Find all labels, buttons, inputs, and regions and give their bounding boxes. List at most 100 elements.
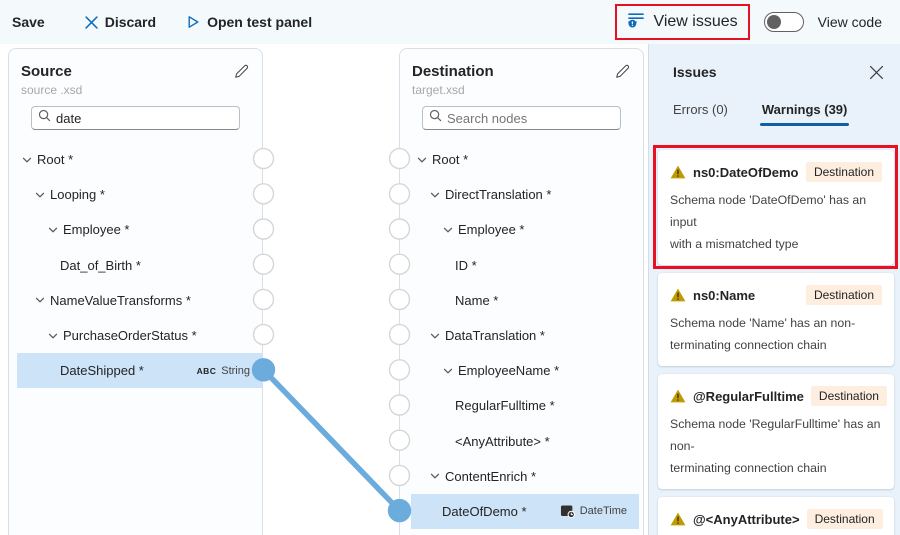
destination-schema-panel: Destination target.xsd Root *DirectTrans… <box>399 48 644 535</box>
source-search-input[interactable] <box>56 110 233 126</box>
node-type-badge: DateTime <box>560 504 627 519</box>
node-label: ID * <box>455 257 477 273</box>
issues-panel: Issues Errors (0) Warnings (39) ns0:Date… <box>648 44 900 535</box>
warning-node-name: ns0:DateOfDemo <box>693 164 799 180</box>
source-node-root[interactable]: Root * <box>17 142 262 177</box>
chevron-down-icon[interactable] <box>34 189 46 201</box>
edit-pencil-icon[interactable] <box>233 63 250 80</box>
chevron-down-icon[interactable] <box>47 224 59 236</box>
node-label: Dat_of_Birth * <box>60 257 141 273</box>
view-code-label: View code <box>817 14 882 30</box>
source-node-purchaseorderstatus[interactable]: PurchaseOrderStatus * <box>17 318 262 353</box>
warning-message-line: with a mismatched type <box>670 237 799 251</box>
chevron-down-icon[interactable] <box>21 154 33 166</box>
chevron-down-icon[interactable] <box>429 189 441 201</box>
chevron-down-icon[interactable] <box>34 294 46 306</box>
node-label: Root * <box>37 152 74 168</box>
destination-tree: Root * DirectTranslation * Employee * ID * N… <box>400 142 643 530</box>
node-label: PurchaseOrderStatus * <box>63 328 197 344</box>
warning-message: Schema node 'Name' has an non-terminatin… <box>670 312 882 356</box>
source-panel-title: Source <box>21 63 72 80</box>
search-icon <box>429 109 442 127</box>
node-type-badge: ABC String <box>197 365 250 377</box>
edit-pencil-icon[interactable] <box>614 63 631 80</box>
chevron-down-icon[interactable] <box>429 330 441 342</box>
save-button[interactable]: Save <box>12 14 45 30</box>
search-icon <box>38 109 51 127</box>
destination-node-anyattribute[interactable]: <AnyAttribute> * <box>411 424 639 459</box>
destination-node-directtranslation[interactable]: DirectTranslation * <box>411 177 639 212</box>
destination-node-datatranslation[interactable]: DataTranslation * <box>411 318 639 353</box>
location-badge: Destination <box>810 386 887 406</box>
chevron-down-icon[interactable] <box>47 330 59 342</box>
open-test-panel-button[interactable]: Open test panel <box>186 14 312 30</box>
source-node-dat-of-birth[interactable]: Dat_of_Birth * <box>17 248 262 283</box>
node-label: Name * <box>455 292 499 308</box>
chevron-down-icon[interactable] <box>442 224 454 236</box>
issues-panel-title: Issues <box>673 64 717 80</box>
node-label: Employee * <box>63 222 130 238</box>
view-issues-label: View issues <box>653 13 738 30</box>
warning-node-name: @<AnyAttribute> <box>693 511 800 527</box>
view-code-toggle[interactable] <box>763 12 804 32</box>
node-label: DateOfDemo * <box>442 503 527 519</box>
discard-x-icon <box>85 15 98 29</box>
source-node-looping[interactable]: Looping * <box>17 177 262 212</box>
discard-button[interactable]: Discard <box>85 14 156 30</box>
destination-node-employeename[interactable]: EmployeeName * <box>411 353 639 388</box>
location-badge: Destination <box>805 285 882 305</box>
source-node-employee[interactable]: Employee * <box>17 212 262 247</box>
warning-message-line: terminating connection chain <box>670 461 827 475</box>
mapping-line[interactable] <box>261 367 402 513</box>
warning-icon <box>670 288 686 302</box>
save-label: Save <box>12 14 45 30</box>
discard-label: Discard <box>104 14 157 30</box>
view-issues-button[interactable]: View issues <box>615 4 750 40</box>
chevron-down-icon[interactable] <box>416 154 428 166</box>
warning-message-line: terminating connection chain <box>670 338 827 352</box>
play-icon <box>186 15 200 29</box>
source-search-box <box>31 106 240 130</box>
destination-node-name[interactable]: Name * <box>411 283 639 318</box>
source-node-namevaluetransforms[interactable]: NameValueTransforms * <box>17 283 262 318</box>
warning-message: Schema node 'RegularFulltime' has an non… <box>670 413 882 479</box>
warning-node-name: @RegularFulltime <box>693 388 804 404</box>
destination-panel-title: Destination <box>412 63 494 80</box>
warning-icon <box>670 165 686 179</box>
open-test-panel-label: Open test panel <box>207 14 313 30</box>
node-label: DataTranslation * <box>445 328 545 344</box>
location-badge: Destination <box>805 162 882 182</box>
destination-node-contentenrich[interactable]: ContentEnrich * <box>411 459 639 494</box>
node-label: Employee * <box>458 222 525 238</box>
destination-node-id[interactable]: ID * <box>411 248 639 283</box>
node-label: DirectTranslation * <box>445 187 552 203</box>
toolbar: Save Discard Open test panel <box>0 0 900 44</box>
tab-warnings[interactable]: Warnings (39) <box>759 102 850 126</box>
abc-icon: ABC <box>196 365 217 376</box>
node-type-label: String <box>221 364 250 377</box>
destination-search-input[interactable] <box>447 110 614 126</box>
node-label: NameValueTransforms * <box>50 292 191 308</box>
node-label: RegularFulltime * <box>455 398 555 414</box>
destination-node-regularfulltime[interactable]: RegularFulltime * <box>411 388 639 423</box>
issues-tabs: Errors (0) Warnings (39) <box>649 102 900 126</box>
source-panel-header: Source source .xsd <box>9 49 262 130</box>
destination-node-dateofdemo[interactable]: DateOfDemo * DateTime <box>411 493 639 530</box>
node-label: Looping * <box>50 187 105 203</box>
warning-icon <box>670 512 686 526</box>
chevron-down-icon[interactable] <box>429 470 441 482</box>
close-icon[interactable] <box>869 65 884 80</box>
source-schema-panel: Source source .xsd Root * Looping * Employ… <box>8 48 263 535</box>
chevron-down-icon[interactable] <box>442 365 454 377</box>
tab-errors[interactable]: Errors (0) <box>673 102 728 117</box>
destination-node-employee[interactable]: Employee * <box>411 212 639 247</box>
node-label: ContentEnrich * <box>445 468 537 484</box>
destination-node-root[interactable]: Root * <box>411 142 639 177</box>
